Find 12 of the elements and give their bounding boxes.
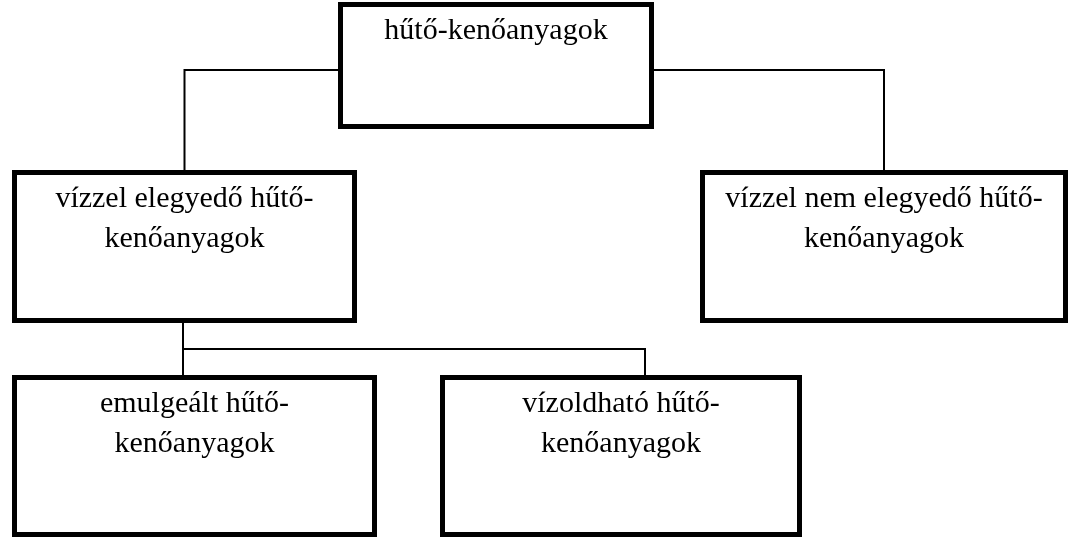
category-box <box>338 2 654 129</box>
category-box <box>12 375 377 537</box>
category-box <box>700 170 1068 323</box>
box-label: vízzel nem elegyedő hűtő-kenőanyagok <box>724 179 1044 255</box>
connector-line <box>653 69 885 171</box>
category-box <box>12 170 357 323</box>
category-box <box>440 375 802 537</box>
box-label: emulgeált hűtő-kenőanyagok <box>98 384 291 460</box>
box-label: vízzel elegyedő hűtő-kenőanyagok <box>54 179 315 255</box>
box-label: vízoldható hűtő-kenőanyagok <box>521 384 721 460</box>
connector-line <box>183 69 339 171</box>
box-label: hűtő-kenőanyagok <box>384 11 608 47</box>
